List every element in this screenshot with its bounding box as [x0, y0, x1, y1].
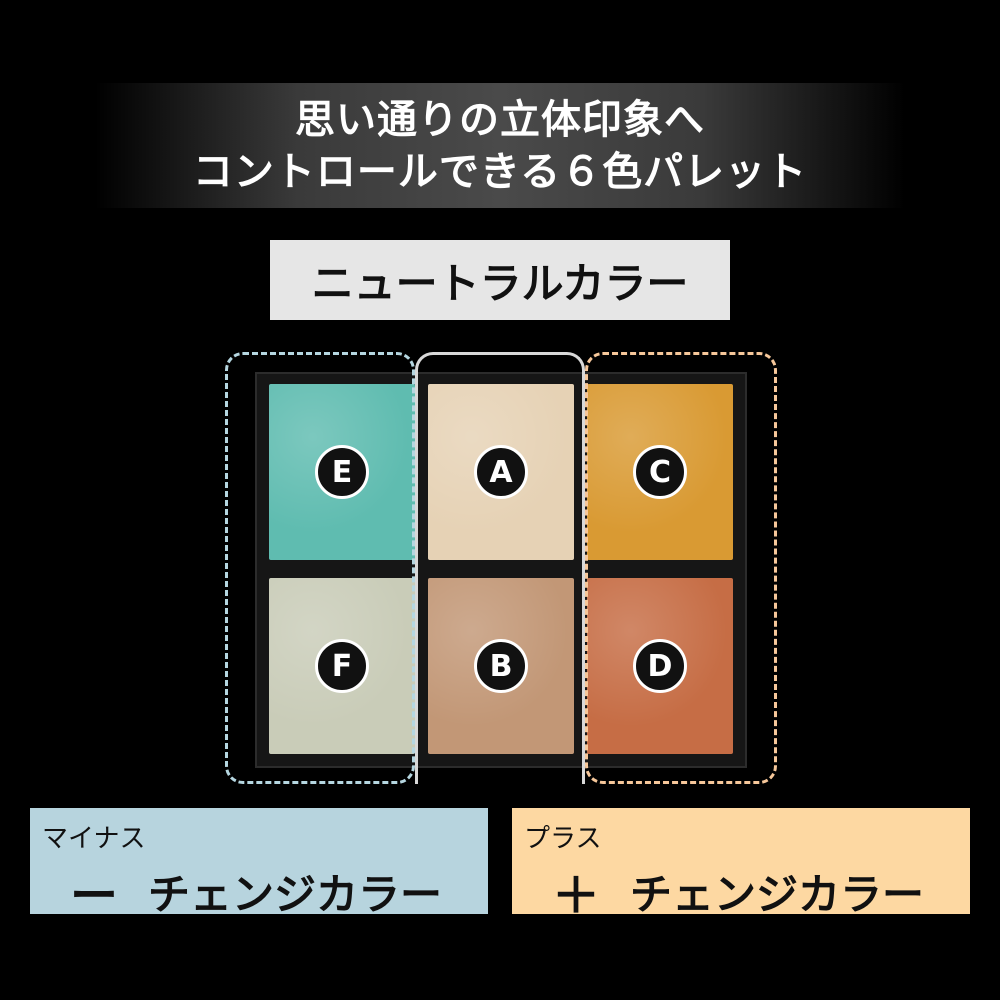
plus-group-outline: [585, 352, 777, 784]
minus-group-outline: [225, 352, 415, 784]
plus-change-color-box: プラス ＋ チェンジカラー: [512, 808, 970, 924]
pan-a: A: [428, 384, 574, 560]
plus-label-small: プラス: [524, 824, 602, 854]
eyeshadow-palette: E A C F B D: [255, 372, 747, 768]
minus-symbol: ー: [70, 868, 119, 924]
pan-badge-c: C: [633, 445, 687, 499]
title-line-1: 思い通りの立体印象へ: [295, 96, 705, 143]
minus-label-main: ー チェンジカラー: [70, 856, 442, 926]
neutral-group-outline: [415, 352, 585, 784]
plus-label-main: ＋ チェンジカラー: [552, 856, 924, 926]
title-line-2: コントロールできる６色パレット: [192, 148, 808, 195]
plus-change-color-text: チェンジカラー: [630, 869, 925, 919]
minus-label-small: マイナス: [42, 824, 146, 854]
minus-change-color-box: マイナス ー チェンジカラー: [30, 808, 488, 924]
pan-badge-d: D: [633, 639, 687, 693]
title-banner: 思い通りの立体印象へ コントロールできる６色パレット: [95, 83, 905, 208]
plus-symbol: ＋: [552, 868, 601, 924]
minus-change-color-text: チェンジカラー: [148, 869, 443, 919]
pan-badge-f: F: [315, 639, 369, 693]
pan-c: C: [587, 384, 733, 560]
pan-e: E: [269, 384, 415, 560]
pan-badge-e: E: [315, 445, 369, 499]
neutral-color-label: ニュートラルカラー: [270, 240, 730, 320]
pan-d: D: [587, 578, 733, 754]
pan-b: B: [428, 578, 574, 754]
pan-f: F: [269, 578, 415, 754]
pan-badge-a: A: [474, 445, 528, 499]
pan-badge-b: B: [474, 639, 528, 693]
